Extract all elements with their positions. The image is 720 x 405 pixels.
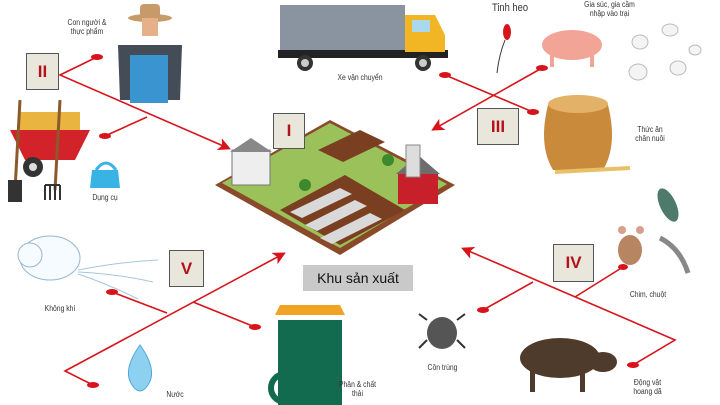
bird-rat-illustration (618, 188, 691, 274)
numeral-II-box: II (26, 53, 59, 90)
numeral-V-box: V (169, 250, 204, 287)
label-animal-feed: Thức ăn chăn nuôi (635, 125, 665, 144)
label-wild-animals: Động vật hoang dã (633, 378, 662, 397)
label-manure-waste: Phân & chất thải (338, 380, 377, 399)
label-pig-semen: Tinh heo (491, 2, 529, 14)
tools-illustration (8, 99, 120, 202)
numeral-I-box: I (273, 113, 305, 149)
truck-illustration (278, 5, 448, 71)
label-tools: Dụng cụ (92, 193, 118, 202)
label-insects: Côn trùng (427, 363, 458, 372)
air-cloud-illustration (17, 235, 159, 300)
water-drop-illustration (127, 344, 153, 392)
label-people-food: Con người & thực phẩm (67, 18, 107, 37)
connector-dots (87, 54, 639, 388)
livestock-illustration (496, 23, 702, 81)
numeral-IV-box: IV (553, 244, 594, 282)
label-birds-rats: Chim, chuột (629, 290, 667, 299)
label-air: Không khí (44, 304, 76, 313)
label-transport-vehicle: Xe vận chuyển (337, 73, 383, 82)
insect-illustration (418, 313, 466, 349)
farm-illustration (215, 120, 455, 255)
feed-sack-illustration (544, 95, 631, 174)
farmer-illustration (118, 4, 182, 103)
label-water: Nước (166, 390, 184, 399)
connector-lines (58, 56, 677, 386)
production-zone-label: Khu sản xuất (303, 265, 413, 291)
numeral-III-box: III (477, 108, 519, 145)
label-livestock-poultry: Gia súc, gia cầm nhập vào trại (584, 0, 635, 19)
waste-bin-illustration (268, 305, 345, 405)
wild-boar-illustration (520, 338, 617, 392)
